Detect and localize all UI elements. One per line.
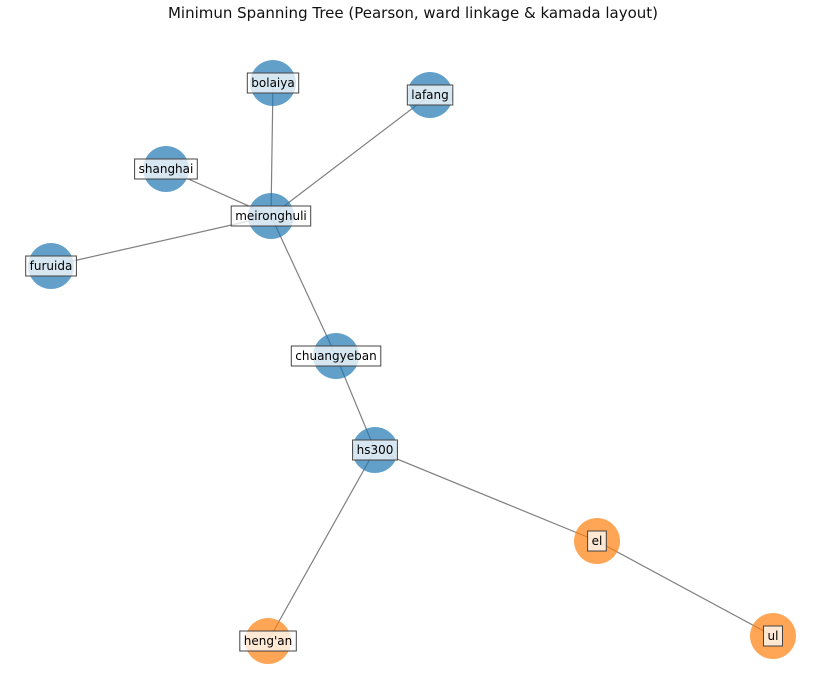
node-label-box bbox=[763, 625, 783, 647]
node-label-hengan: heng'an bbox=[239, 630, 297, 652]
node-label-text: heng'an bbox=[244, 634, 292, 648]
node-label-text: furuida bbox=[30, 259, 73, 273]
nodes-layer bbox=[28, 60, 796, 664]
node-label-text: ul bbox=[768, 629, 779, 643]
node-label-box bbox=[25, 255, 77, 277]
edge-el-ul bbox=[596, 540, 774, 637]
node-label-text: chuangyeban bbox=[295, 349, 376, 363]
graph-title: Minimun Spanning Tree (Pearson, ward lin… bbox=[167, 4, 659, 22]
node-label-bolaiya: bolaiya bbox=[246, 72, 300, 94]
node-label-meironghuli: meironghuli bbox=[230, 205, 312, 227]
node-label-shanghai: shanghai bbox=[134, 158, 198, 180]
node-label-box bbox=[239, 630, 297, 652]
edge-meironghuli-chuangyeban bbox=[270, 215, 337, 357]
node-label-box bbox=[134, 158, 198, 180]
node-label-furuida: furuida bbox=[25, 255, 77, 277]
edge-hs300-el bbox=[374, 449, 598, 542]
node-label-hs300: hs300 bbox=[352, 439, 398, 461]
labels-layer: bolaiya lafang shanghai meironghuli furuida c… bbox=[25, 72, 783, 652]
node-label-text: hs300 bbox=[357, 443, 394, 457]
node-label-text: meironghuli bbox=[235, 209, 307, 223]
node-label-el: el bbox=[587, 530, 607, 552]
node-label-text: bolaiya bbox=[251, 76, 294, 90]
node-label-chuangyeban: chuangyeban bbox=[290, 345, 382, 367]
node-label-text: lafang bbox=[411, 88, 449, 102]
node-label-box bbox=[352, 439, 398, 461]
node-label-lafang: lafang bbox=[406, 84, 454, 106]
node-label-ul: ul bbox=[763, 625, 783, 647]
node-label-text: shanghai bbox=[139, 162, 194, 176]
node-label-box bbox=[290, 345, 382, 367]
node-label-box bbox=[406, 84, 454, 106]
node-label-box bbox=[246, 72, 300, 94]
node-label-box bbox=[230, 205, 312, 227]
node-label-text: el bbox=[592, 534, 603, 548]
node-label-box bbox=[587, 530, 607, 552]
edge-meironghuli-lafang bbox=[270, 94, 431, 217]
edge-hs300-hengan bbox=[267, 449, 376, 642]
